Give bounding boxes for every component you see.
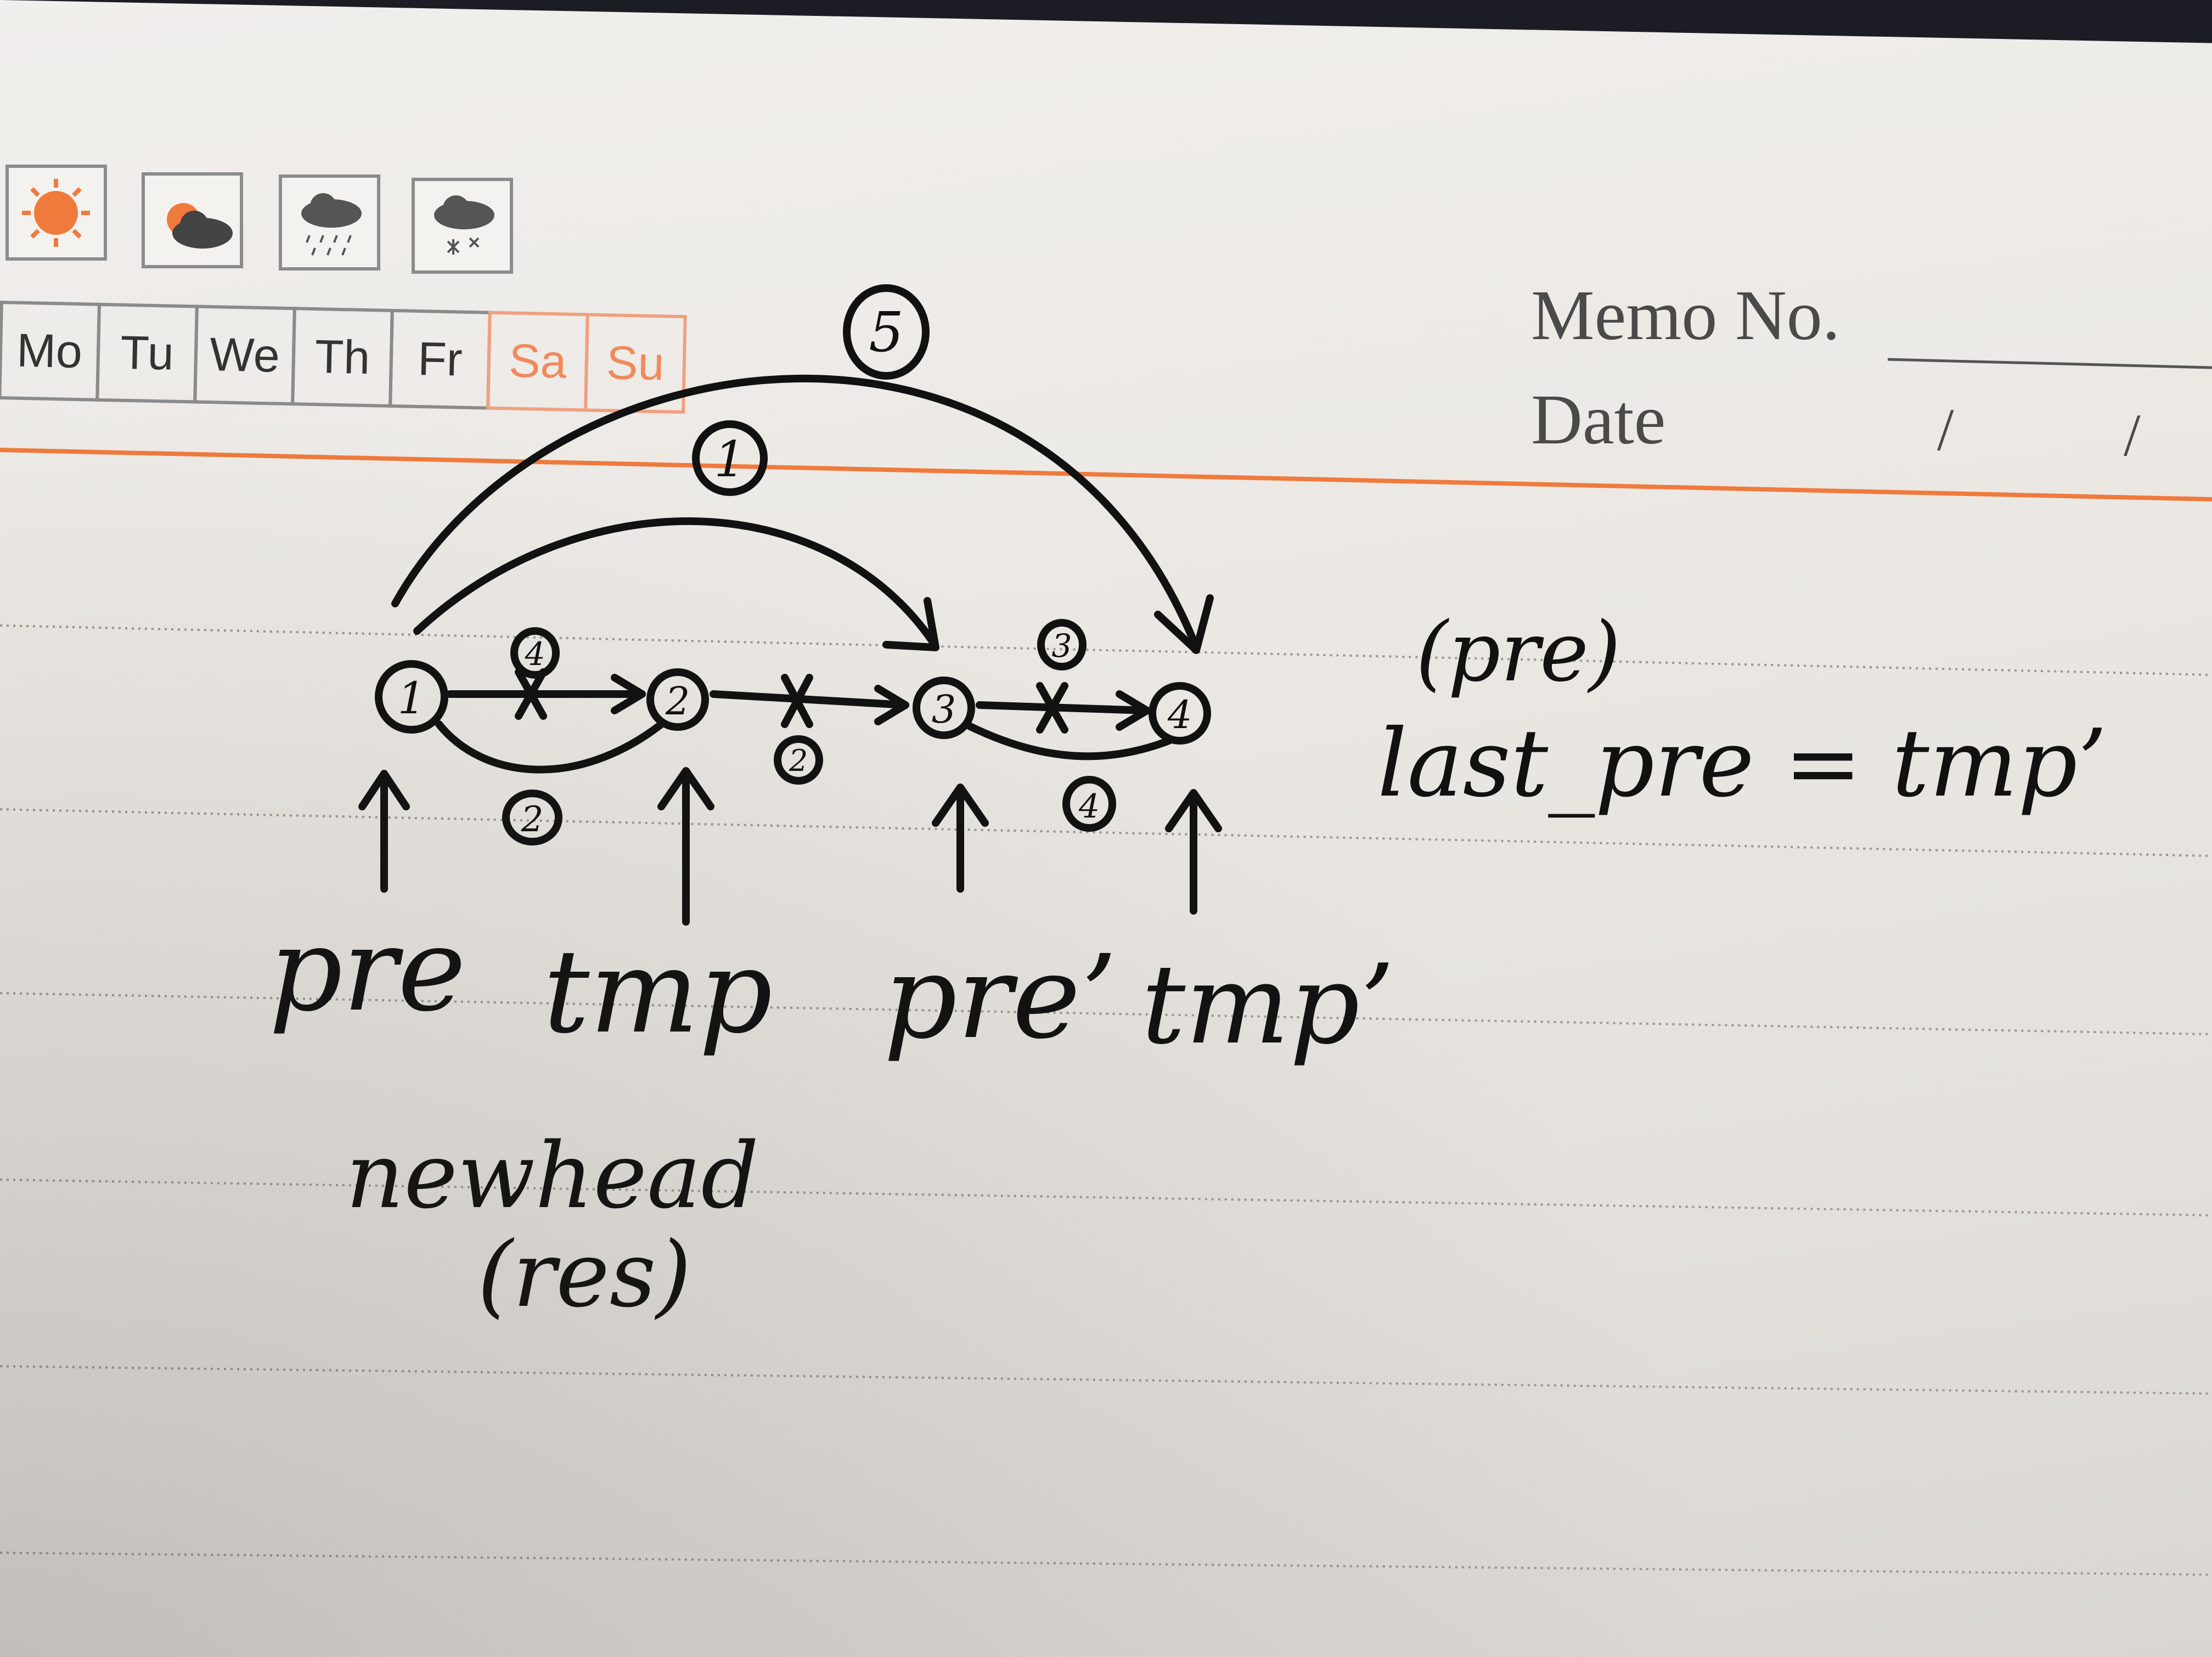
node-1-circle: [375, 660, 448, 734]
step-label-1: 1: [714, 431, 745, 488]
pointer-label-tmp: tmp: [543, 925, 773, 1059]
pointer-arrow-tmp-prime: [1165, 789, 1222, 915]
newhead-label: newhead: [346, 1123, 759, 1228]
link-1-2-arrowhead: [611, 674, 646, 714]
pointer-arrow-pre: [358, 770, 410, 893]
pointer-arrow-pre-prime: [932, 784, 989, 893]
step-label-4-top: 4: [525, 635, 545, 673]
node-2-label: 2: [665, 679, 690, 724]
back-link-2-1: [435, 720, 665, 774]
step-5-circle: [843, 284, 930, 380]
step-label-3: 3: [1052, 627, 1072, 664]
back-link-4-3: [962, 720, 1173, 760]
sunny-icon: [5, 165, 107, 261]
node-3-label: 3: [932, 687, 956, 732]
cross-mark-1-2: [515, 668, 547, 720]
link-3-4-arrowhead: [1116, 690, 1151, 731]
res-label: (res): [477, 1222, 691, 1327]
arc-step-5: [391, 375, 1200, 651]
arc-step-5-arrowhead: [1154, 594, 1214, 654]
pointer-label-pre: pre: [269, 903, 466, 1037]
rain-icon: [279, 174, 380, 270]
step-label-4-low: 4: [1078, 787, 1100, 826]
pointer-arrow-tmp: [657, 767, 714, 926]
step-2-circle-low: [502, 790, 562, 846]
memo-no-underline: [1887, 358, 2212, 369]
snow-icon: [412, 178, 513, 274]
node-2-circle: [646, 668, 709, 731]
date-label: Date: [1531, 380, 1666, 459]
pointer-label-tmp-prime: tmp’: [1141, 941, 1395, 1069]
node-3-circle: [913, 677, 975, 739]
step-label-5: 5: [869, 300, 904, 364]
step-2-circle-mid: [774, 735, 823, 785]
partly-cloudy-icon: [142, 172, 243, 268]
cross-mark-3-4: [1036, 682, 1068, 734]
arc-step-1-arrowhead: [882, 597, 939, 651]
cross-mark-2-3: [781, 674, 813, 728]
link-2-3: [710, 690, 909, 709]
step-label-2-mid: 2: [789, 743, 808, 778]
date-separator-1: /: [1937, 396, 1954, 463]
step-label-2-low: 2: [521, 799, 544, 840]
side-note: last_pre = tmp’: [1377, 709, 2107, 818]
link-3-4: [976, 701, 1151, 714]
arc-step-1: [413, 517, 937, 646]
node-4-circle: [1149, 682, 1211, 745]
memo-no-label: Memo No.: [1531, 276, 1840, 355]
step-3-circle: [1037, 619, 1087, 670]
header-rule: [0, 448, 2212, 501]
date-separator-2: /: [2124, 402, 2141, 469]
pointer-label-pre-prime: pre’: [883, 930, 1117, 1064]
writing-lines: [0, 624, 2212, 1576]
side-note-pre: (pre): [1416, 605, 1621, 700]
node-1-label: 1: [398, 673, 426, 724]
step-1-circle: [692, 420, 768, 496]
step-4-circle-top: [510, 627, 560, 679]
node-4-label: 4: [1167, 692, 1192, 737]
link-2-3-arrowhead: [874, 685, 909, 725]
step-4-circle-low: [1062, 776, 1116, 832]
